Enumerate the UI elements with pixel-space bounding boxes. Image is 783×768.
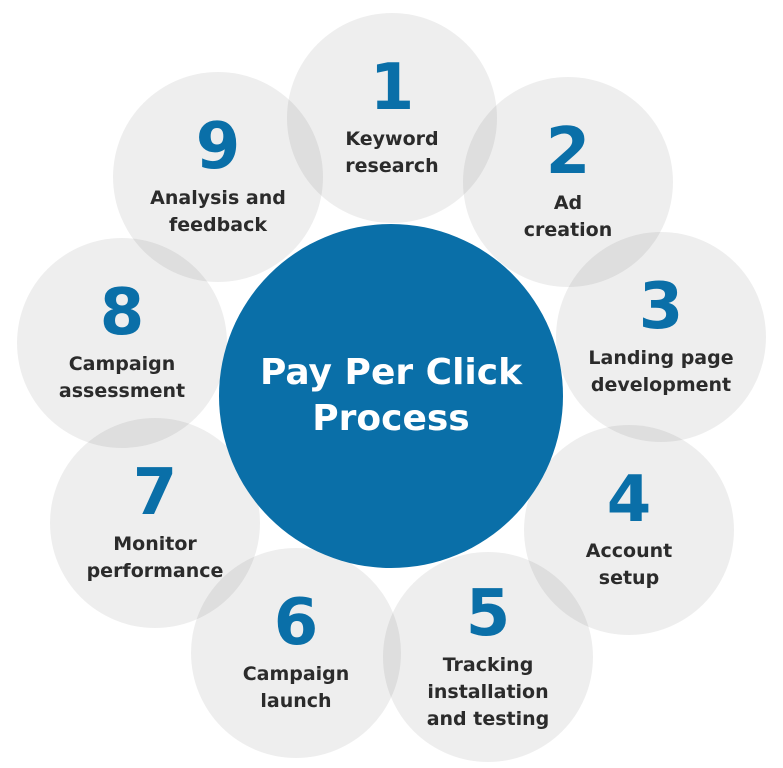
step-number: 2	[545, 115, 591, 189]
step-number: 6	[273, 586, 319, 660]
step-label: Campaign assessment	[58, 353, 186, 402]
step-label: Landing page development	[588, 347, 734, 396]
step-number: 3	[638, 270, 684, 344]
step-number: 7	[132, 456, 178, 530]
step-number: 9	[195, 110, 241, 184]
step-label: Account setup	[585, 540, 673, 589]
step-7: 7 Monitor performance	[50, 418, 260, 628]
step-label: Ad creation	[523, 192, 613, 241]
center-circle: Pay Per Click Process	[219, 224, 563, 568]
step-6: 6 Campaign launch	[191, 548, 401, 758]
step-8: 8 Campaign assessment	[17, 238, 227, 448]
step-label: Keyword research	[345, 128, 439, 177]
step-number: 1	[369, 51, 415, 125]
step-number: 8	[99, 276, 145, 350]
step-4: 4 Account setup	[524, 425, 734, 635]
step-number: 4	[606, 463, 652, 537]
step-number: 5	[465, 576, 511, 651]
step-2: 2 Ad creation	[463, 77, 673, 287]
diagram-title: Pay Per Click Process	[259, 352, 523, 439]
step-5: 5 Tracking installation and testing	[383, 552, 593, 762]
step-1: 1 Keyword research	[287, 13, 497, 223]
step-label: Campaign launch	[242, 663, 350, 712]
step-label: Tracking installation and testing	[426, 653, 550, 730]
step-label: Monitor performance	[86, 533, 224, 582]
step-9: 9 Analysis and feedback	[113, 72, 323, 282]
step-3: 3 Landing page development	[556, 232, 766, 442]
step-label: Analysis and feedback	[150, 187, 286, 236]
